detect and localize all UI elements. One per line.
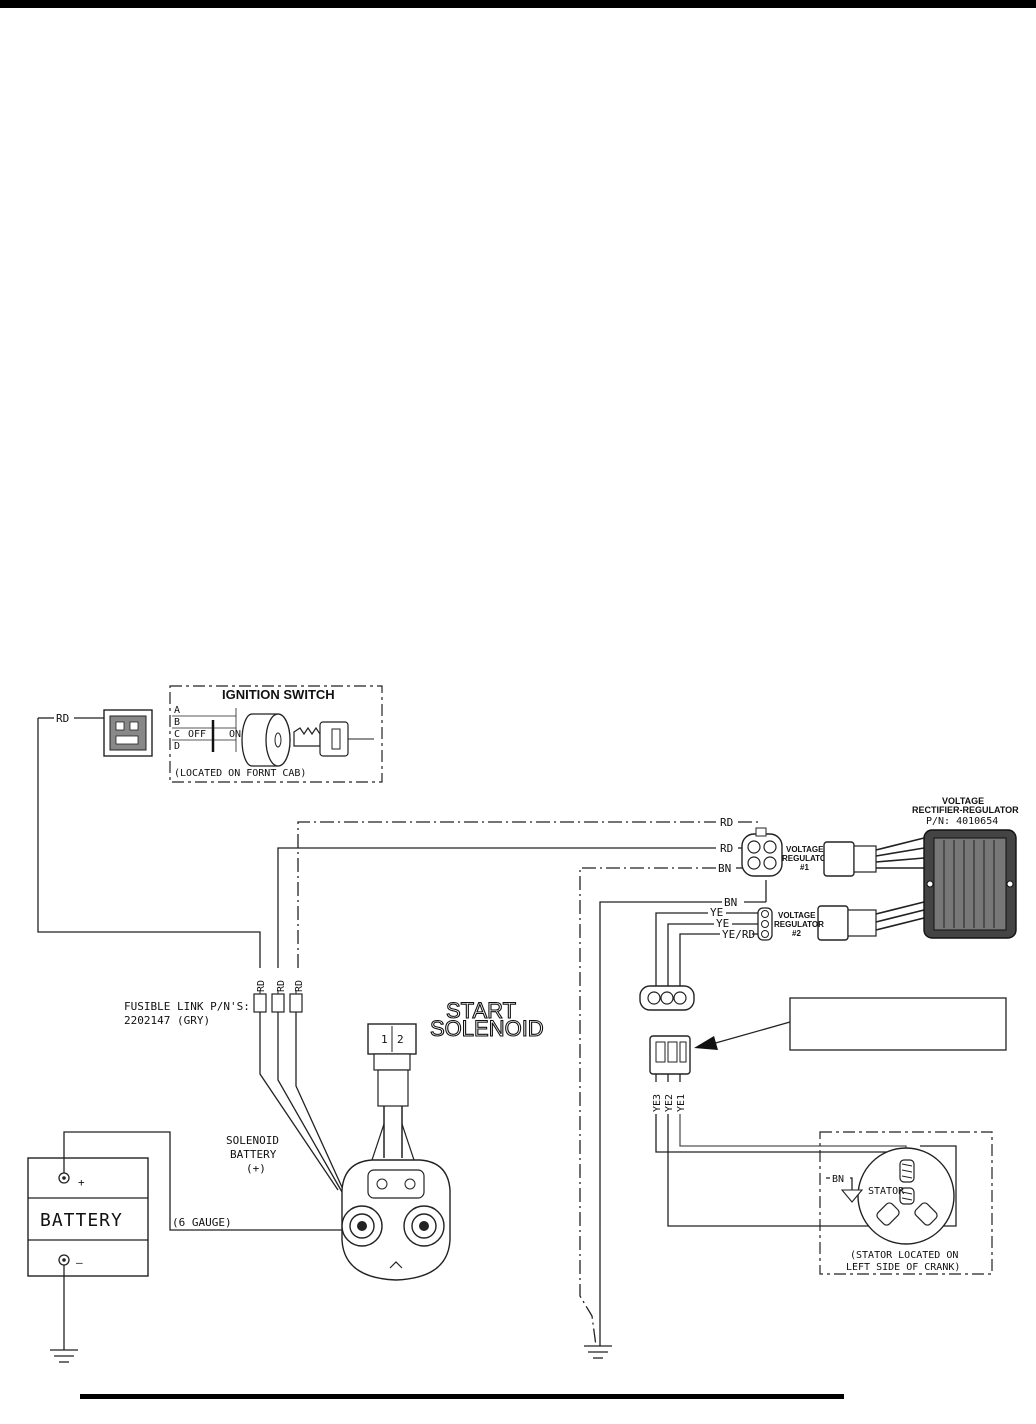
start-solenoid-title-line2: SOLENOID [430, 1016, 544, 1041]
bottom-rule [80, 1394, 844, 1399]
wire-bn-ground-1 [579, 867, 716, 1347]
ignition-off-label: OFF [188, 729, 206, 740]
battery-label: BATTERY [40, 1210, 123, 1231]
voltage-rectifier-regulator [923, 829, 1017, 939]
ground-icon [584, 1345, 612, 1359]
arrow-icon [694, 1036, 718, 1050]
wire-label-bn-2: BN [724, 896, 737, 909]
ignition-pos-c: C [174, 729, 180, 740]
vr2-label-line3: #2 [792, 929, 801, 938]
fusible-links [253, 990, 303, 1013]
regulator-plug-top [823, 837, 925, 877]
wire-battery-positive [63, 1131, 342, 1231]
vr1-label-line3: #1 [800, 863, 809, 872]
start-solenoid [341, 1023, 451, 1281]
ignition-pos-d: D [174, 741, 180, 752]
top-rule [0, 0, 1036, 8]
voltage-regulator-1-connector [741, 827, 783, 877]
wire-label-rd-second: RD [720, 842, 733, 855]
key-icon [293, 726, 321, 747]
stator-ground-icon [840, 1189, 864, 1203]
ignition-location-note: (LOCATED ON FORNT CAB) [174, 768, 306, 779]
start-solenoid-title-line1: START [446, 998, 516, 1023]
wire-label-ye-rd: YE/RD [722, 928, 755, 941]
wire-rd-ignition [37, 718, 261, 968]
vr2-label-line2: REGULATOR [774, 920, 824, 929]
stator-harness-connector [639, 985, 695, 1011]
battery-minus: — [76, 1256, 83, 1269]
wire-label-bn-1: BN [718, 862, 731, 875]
ignition-switch-title: IGNITION SWITCH [222, 687, 335, 702]
stator-plug [649, 1035, 691, 1075]
wire-ye3 [655, 1114, 908, 1153]
battery-plus: + [78, 1176, 85, 1189]
battery-gauge-label: (6 GAUGE) [172, 1216, 232, 1229]
wire-label-rd-fuse-1: RD [256, 980, 267, 992]
wire-rd-regulator-second [277, 847, 716, 968]
ignition-connector [103, 709, 153, 757]
wire-rd-regulator-top [297, 821, 716, 968]
ignition-switch-frame [169, 685, 383, 783]
stator [857, 1147, 955, 1245]
voltage-regulator-2-connector [757, 907, 773, 941]
ignition-pos-b: B [174, 717, 180, 728]
battery-ground-icon [50, 1349, 78, 1363]
wire-label-ye-1: YE [710, 906, 723, 919]
fusible-link-label-line2: 2202147 (GRY) [124, 1014, 210, 1027]
wire-bn-ground-2 [599, 901, 722, 1346]
stator-frame [819, 1131, 993, 1275]
wire-label-rd-fuse-2: RD [276, 980, 287, 992]
vr1-label-line1: VOLTAGE [786, 845, 824, 854]
stator-label: STATOR [868, 1186, 905, 1197]
wire-label-rd-top: RD [720, 816, 733, 829]
solenoid-battery-label-line2: BATTERY [230, 1148, 277, 1161]
regulator-title-line2: RECTIFIER-REGULATOR [912, 805, 1019, 815]
wire-ye2 [667, 1114, 957, 1227]
stator-note-line1: (STATOR LOCATED ON [850, 1250, 958, 1261]
vr2-label-line1: VOLTAGE [778, 911, 816, 920]
solenoid-pin-1: 1 [381, 1033, 388, 1046]
wire-label-bn-stator: BN [832, 1174, 844, 1185]
vr1-label-line2: REGULATOR [782, 854, 832, 863]
solenoid-battery-label-line3: (+) [246, 1162, 266, 1175]
regulator-title-line1: VOLTAGE [942, 796, 984, 806]
wire-label-rd-fuse-3: RD [294, 980, 305, 992]
ignition-on-label: ON [229, 729, 241, 740]
solenoid-battery-label-line1: SOLENOID [226, 1134, 279, 1147]
stator-note-line2: LEFT SIDE OF CRANK) [846, 1262, 960, 1273]
wire-label-ye3: YE3 [652, 1094, 663, 1112]
ignition-switch: IGNITION SWITCH A B C D OFF ON (LOCATED … [169, 685, 383, 783]
wire-label-ye-2: YE [716, 917, 729, 930]
regulator-plug-bottom [817, 901, 925, 941]
wire-label-ye2: YE2 [664, 1094, 675, 1112]
fusible-link-label-line1: FUSIBLE LINK P/N'S: [124, 1000, 250, 1013]
regulator-part-number: P/N: 4010654 [926, 816, 998, 827]
wire-label-ye1: YE1 [676, 1094, 687, 1112]
callout-box [789, 997, 1007, 1051]
solenoid-pin-2: 2 [397, 1033, 404, 1046]
battery [27, 1157, 149, 1277]
wire-label-rd-ignition: RD [56, 712, 69, 725]
ignition-pos-a: A [174, 705, 180, 716]
